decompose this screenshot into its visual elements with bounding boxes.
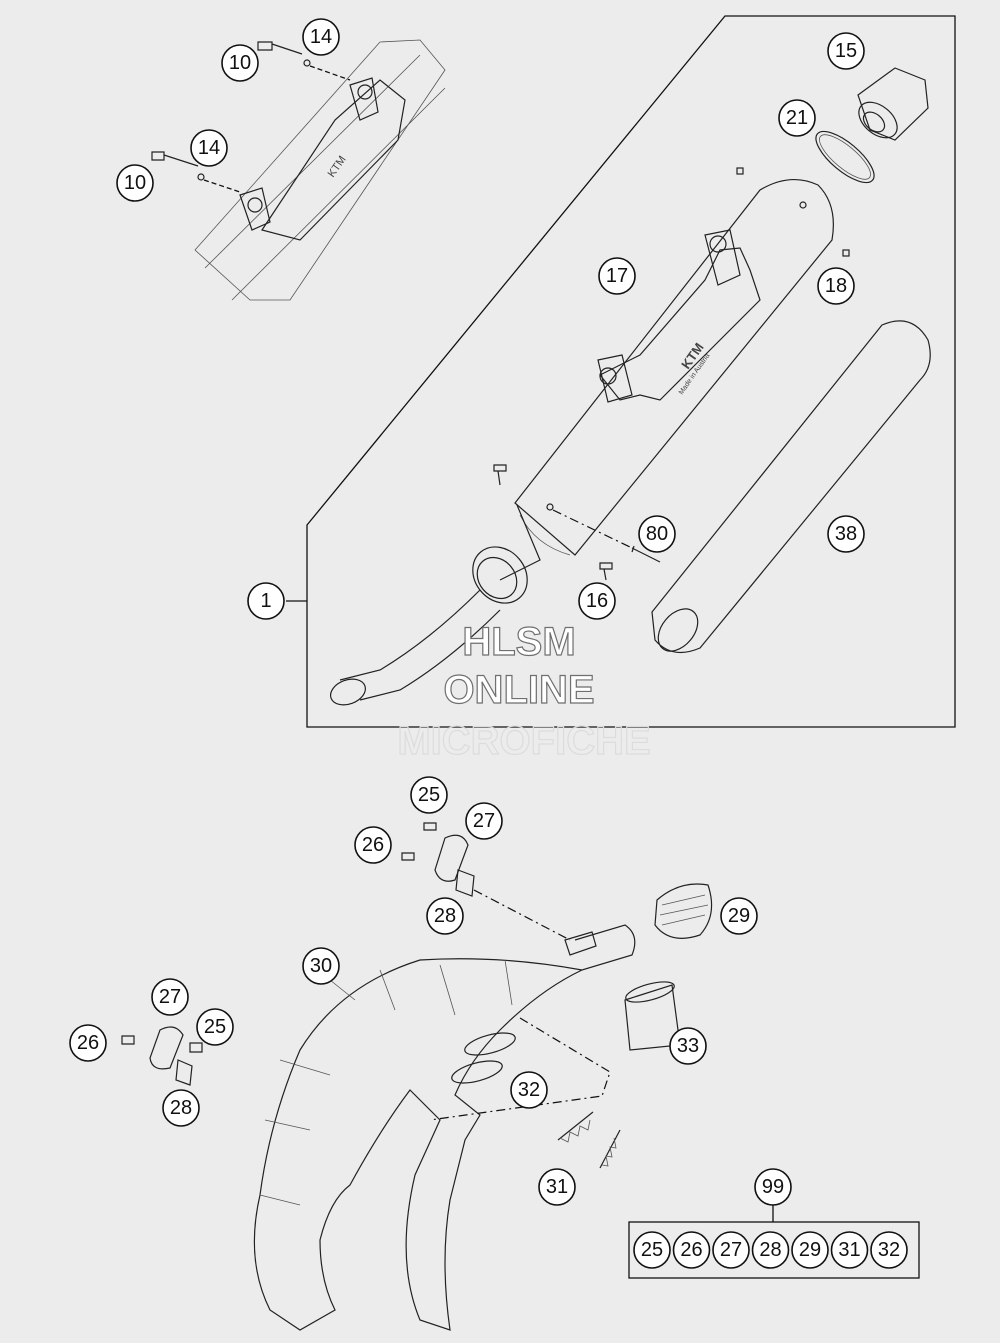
callout-14: 14: [302, 18, 340, 56]
svg-text:14: 14: [198, 137, 220, 159]
callout-29: 29: [720, 897, 758, 935]
svg-text:28: 28: [759, 1239, 781, 1261]
callout-25: 25: [410, 776, 448, 814]
callout-16: 16: [578, 582, 616, 620]
callout-38: 38: [827, 515, 865, 553]
assembly-1-boundary: [306, 15, 956, 728]
callout-31: 31: [538, 1168, 576, 1206]
svg-text:17: 17: [606, 265, 628, 287]
svg-text:27: 27: [720, 1239, 742, 1261]
callout-28: 28: [426, 897, 464, 935]
svg-text:33: 33: [677, 1035, 699, 1057]
callout-17: 17: [598, 257, 636, 295]
header-pipe-assembly: [121, 822, 713, 1331]
svg-text:28: 28: [170, 1097, 192, 1119]
kit-item-32: 32: [870, 1231, 908, 1269]
kit-item-25: 25: [633, 1231, 671, 1269]
kit-item-26: 26: [672, 1231, 711, 1269]
kit-item-31: 31: [830, 1231, 869, 1269]
svg-text:25: 25: [641, 1239, 663, 1261]
callout-27: 27: [151, 978, 189, 1016]
callout-30: 30: [302, 947, 340, 985]
callout-32: 32: [510, 1071, 548, 1109]
kit-item-28: 28: [751, 1231, 790, 1269]
svg-text:14: 14: [310, 26, 332, 48]
callout-26: 26: [354, 826, 392, 864]
svg-text:10: 10: [124, 172, 146, 194]
callout-10: 10: [221, 44, 259, 82]
callout-25: 25: [196, 1008, 234, 1046]
svg-text:29: 29: [799, 1239, 821, 1261]
callout-1: 1: [247, 582, 285, 620]
svg-text:30: 30: [310, 955, 332, 977]
callout-26: 26: [69, 1024, 107, 1062]
kit-99-box: [628, 1221, 920, 1279]
svg-text:25: 25: [204, 1016, 226, 1038]
callout-21: 21: [778, 99, 816, 137]
svg-text:26: 26: [362, 834, 384, 856]
ktm-stamp-inset: KTM: [326, 154, 349, 180]
svg-text:10: 10: [229, 52, 251, 74]
callout-10: 10: [116, 164, 154, 202]
kit-item-29: 29: [791, 1231, 829, 1269]
kit-99-contents: 25 26 27 28 29 31 32: [633, 1231, 908, 1269]
svg-text:1: 1: [260, 590, 271, 612]
svg-text:28: 28: [434, 905, 456, 927]
leader-lines: [286, 600, 774, 1222]
svg-text:32: 32: [518, 1079, 540, 1101]
callout-99: 99: [754, 1168, 792, 1206]
watermark: HLSM ONLINE MICROFICHE: [397, 619, 652, 763]
svg-text:21: 21: [786, 107, 808, 129]
callout-27: 27: [465, 802, 503, 840]
svg-text:16: 16: [586, 590, 608, 612]
svg-text:31: 31: [546, 1176, 568, 1198]
svg-text:15: 15: [835, 40, 857, 62]
callout-80: 80: [638, 515, 676, 553]
svg-text:26: 26: [680, 1239, 702, 1261]
callout-14: 14: [190, 129, 228, 167]
callout-18: 18: [817, 267, 855, 305]
svg-text:26: 26: [77, 1032, 99, 1054]
svg-text:27: 27: [473, 810, 495, 832]
kit-item-27: 27: [712, 1231, 750, 1269]
svg-text:29: 29: [728, 905, 750, 927]
callout-33: 33: [669, 1027, 707, 1065]
watermark-line-1: HLSM: [462, 620, 575, 664]
silencer-mount-inset: KTM: [151, 39, 446, 301]
svg-text:31: 31: [838, 1239, 860, 1261]
svg-text:25: 25: [418, 784, 440, 806]
watermark-line-2: ONLINE: [443, 668, 594, 712]
silencer-assembly: KTM Made in Austria: [329, 67, 931, 706]
callout-28: 28: [162, 1089, 200, 1127]
callout-15: 15: [827, 32, 865, 70]
watermark-line-3: MICROFICHE: [397, 719, 650, 763]
svg-text:18: 18: [825, 275, 847, 297]
svg-text:27: 27: [159, 986, 181, 1008]
svg-text:32: 32: [878, 1239, 900, 1261]
svg-text:80: 80: [646, 523, 668, 545]
svg-text:99: 99: [762, 1176, 784, 1198]
svg-text:38: 38: [835, 523, 857, 545]
